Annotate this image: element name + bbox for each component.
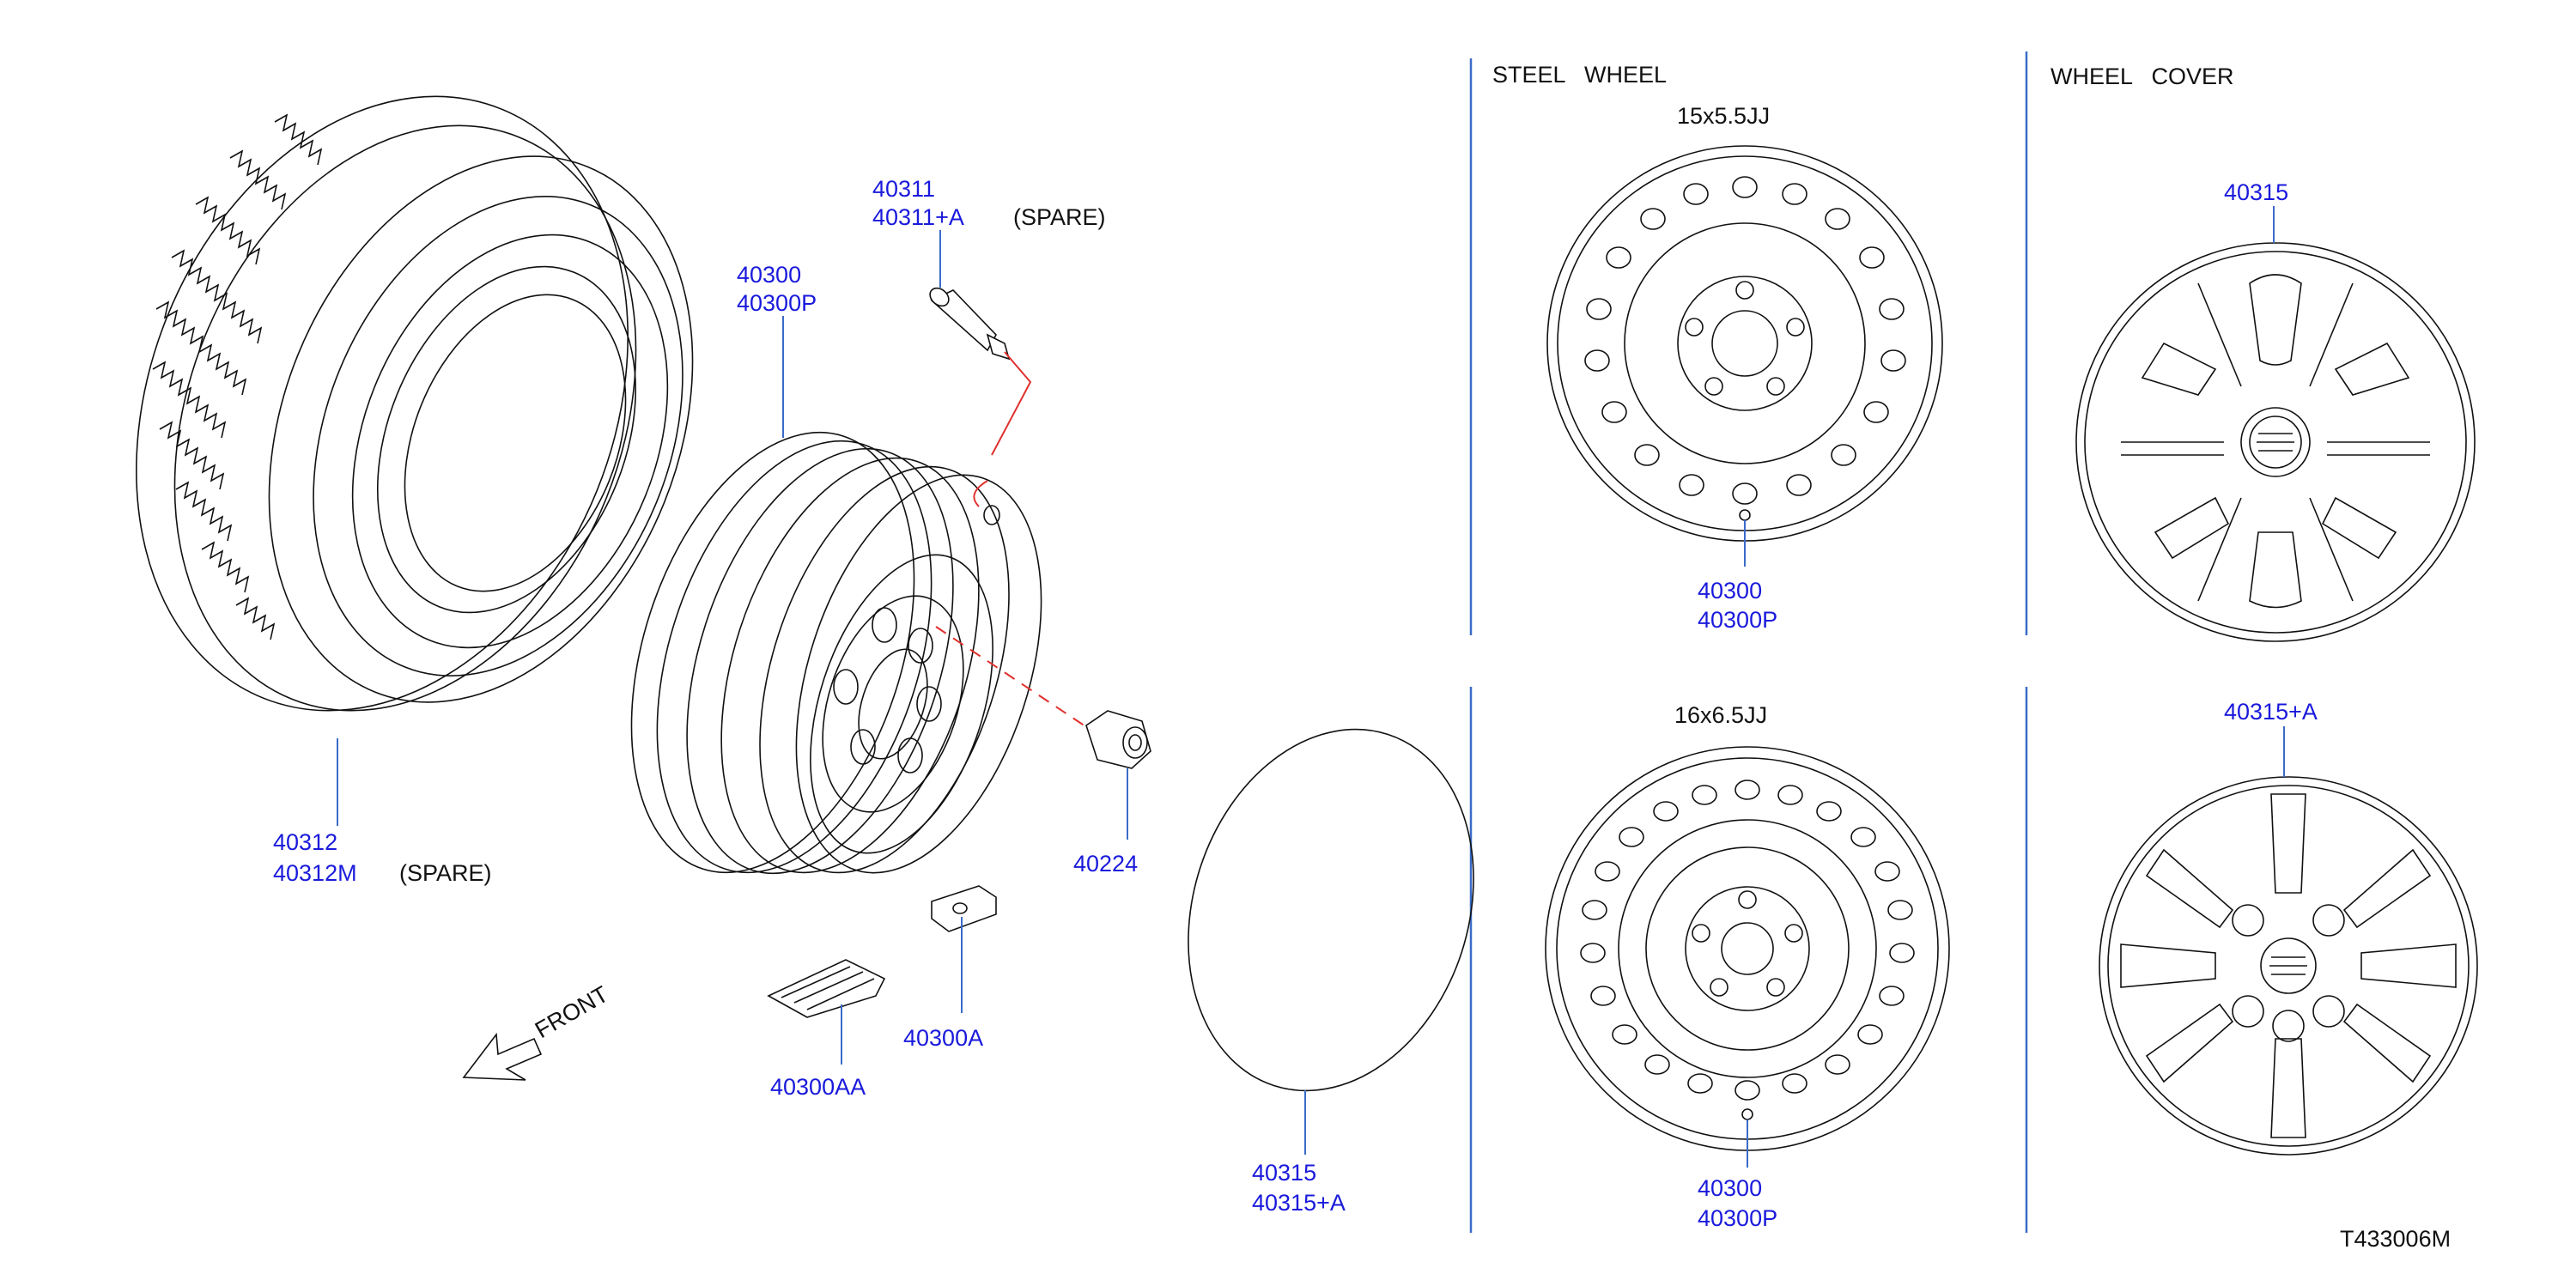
size-label-16: 16x6.5JJ (1674, 702, 1767, 728)
part-number-40300[interactable]: 40300 (737, 262, 801, 288)
part-number-40315-a-cover[interactable]: 40315+A (2224, 699, 2318, 725)
size-label-15: 15x5.5JJ (1677, 103, 1770, 129)
front-label: FRONT (531, 981, 613, 1043)
tire-spare-note: (SPARE) (399, 860, 492, 886)
part-number-40300p[interactable]: 40300P (737, 290, 817, 316)
part-number-40311[interactable]: 40311 (872, 176, 935, 202)
part-number-40224[interactable]: 40224 (1073, 851, 1138, 877)
wheel-cap-illustration[interactable] (1143, 692, 1518, 1128)
part-number-40312[interactable]: 40312 (273, 829, 337, 855)
section-title-steel-wheel: STEEL WHEEL (1492, 62, 1667, 88)
part-number-40315-cap[interactable]: 40315 (1252, 1160, 1316, 1186)
wheel-nut-illustration[interactable] (1085, 710, 1151, 769)
section-title-wheel-cover: WHEEL COVER (2050, 64, 2234, 89)
adhesive-weight-illustration[interactable] (767, 959, 886, 1018)
tire-illustration[interactable] (48, 22, 770, 785)
part-number-40315-a-cap[interactable]: 40315+A (1252, 1190, 1346, 1216)
section-separators (1469, 52, 2028, 1233)
part-number-40300p-steel-16[interactable]: 40300P (1698, 1205, 1777, 1231)
part-number-40300p-steel-15[interactable]: 40300P (1698, 607, 1777, 633)
valve-spare-note: (SPARE) (1013, 204, 1106, 230)
valve-hole-guide (973, 480, 988, 507)
front-arrow-icon (462, 1032, 543, 1081)
part-number-40300aa[interactable]: 40300AA (770, 1074, 866, 1100)
part-number-40300-steel-16[interactable]: 40300 (1698, 1175, 1762, 1201)
nut-guide-line (935, 626, 1091, 731)
wheel-cover-top-illustration[interactable] (2075, 242, 2476, 642)
part-number-40312m[interactable]: 40312M (273, 860, 357, 886)
diagram-id: T433006M (2340, 1226, 2451, 1252)
part-number-40315-cover[interactable]: 40315 (2224, 179, 2288, 205)
part-number-40300-steel-15[interactable]: 40300 (1698, 578, 1762, 604)
valve-stem-illustration[interactable] (927, 284, 1011, 361)
clip-weight-illustration[interactable] (931, 885, 997, 932)
wheel-cover-bottom-illustration[interactable] (2099, 776, 2478, 1156)
part-number-40300a[interactable]: 40300A (903, 1025, 983, 1051)
part-number-40311-a[interactable]: 40311+A (872, 204, 964, 230)
valve-guide-line (991, 351, 1032, 456)
steel-wheel-16-illustration[interactable] (1545, 746, 1950, 1151)
leader-lines (337, 206, 2285, 1168)
steel-wheel-15-illustration[interactable] (1546, 145, 1943, 542)
wheel-illustration[interactable] (580, 397, 1086, 909)
